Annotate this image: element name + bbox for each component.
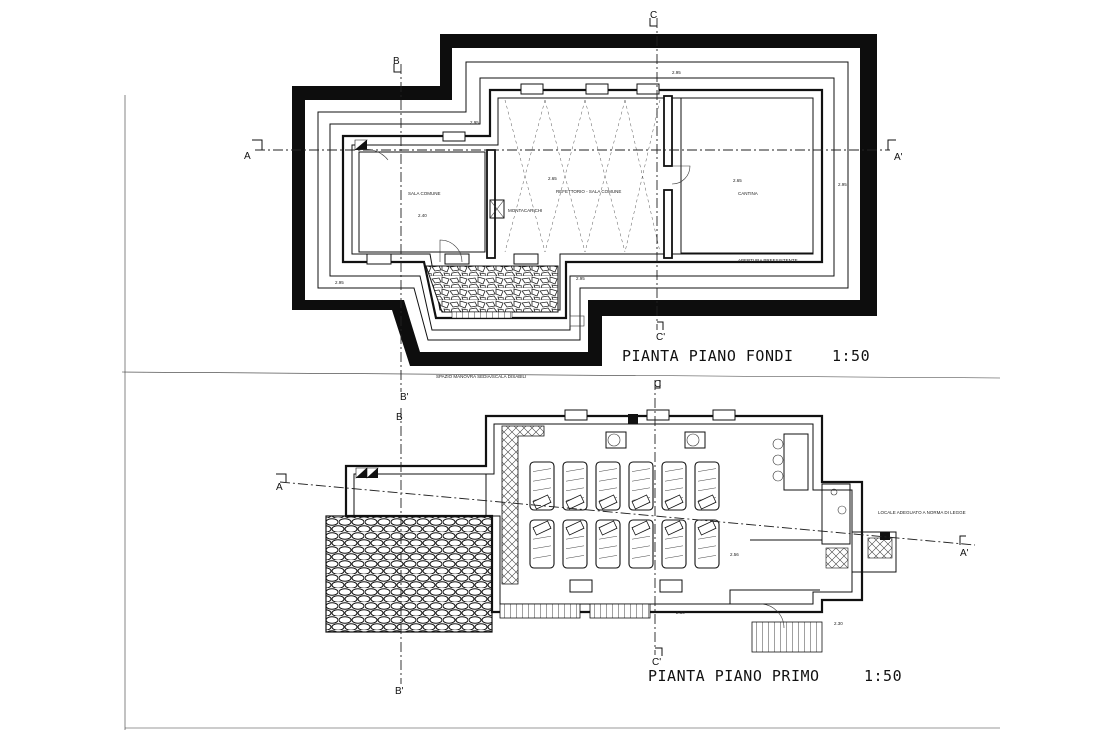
bed-slat [565,487,585,492]
bed-slat [598,468,618,472]
pillow [532,520,552,536]
bed-slat [598,535,618,540]
pillow [565,494,585,510]
bed-slat [697,535,717,540]
elev-f3: 2.30 [834,621,843,626]
room-label-refettorio: REFETTORIO - SALA COMUNE [556,189,621,194]
bed-slat [664,468,684,472]
existing-opening-note: APERTURA PREESISTENTE [738,258,798,263]
bed-slat [532,468,552,472]
elev-f1: 2.56 [730,552,739,557]
room-label-cantina: CANTINA [738,191,758,196]
pillow [664,494,684,510]
bed-slat [631,555,651,559]
first-section-lines: A A' B B' C C' [276,379,976,697]
pillow [631,494,651,510]
elev-g1: 2.95 [672,70,681,75]
bed-slat [697,487,717,492]
bed-slat [664,545,684,550]
pillow [697,520,717,536]
ground-floor-plan: SALA COMUNE REFETTORIO - SALA COMUNE CAN… [292,34,877,379]
bed-slat [631,477,651,482]
sheet-frame [121,95,1001,730]
elev-g4: 2.95 [335,280,344,285]
section-c-ground: C [650,10,657,21]
bed-slat [664,477,684,482]
bed-slat [598,487,618,492]
section-a-first: A [276,482,283,493]
section-a-ground: A [244,151,251,162]
bed-slat [631,468,651,472]
first-windows [564,409,736,593]
elev-g7: 2.65 [548,176,557,181]
elev-g2: 2.95 [470,120,479,125]
section-b-first: B [396,412,403,423]
section-c-first: C [654,379,661,390]
ground-floor-title: PIANTA PIANO FONDI [622,347,794,365]
section-b-prime-ground: B' [400,392,409,403]
bed-slat [565,545,585,550]
pillow [598,494,618,510]
bed-slat [697,545,717,550]
bed-slat [631,535,651,540]
first-floor-title: PIANTA PIANO PRIMO [648,667,820,685]
bed-slat [532,477,552,482]
section-c-prime-first: C' [652,657,661,668]
vault-lines [504,99,661,253]
first-floor-plan: LOCALE ADEGUATO A NORMA DI LEGGE 2.56 2.… [325,409,966,653]
ground-windows [366,83,660,265]
tables [605,431,706,449]
pillow [565,520,585,536]
stair-note: SPAZIO MANOVRA SEDIA/SCALA DISABILI [436,374,526,379]
elev-g6: 2.40 [418,213,427,218]
elev-g5: 2.95 [576,276,585,281]
bath-note: LOCALE ADEGUATO A NORMA DI LEGGE [878,510,966,515]
section-b-prime-first: B' [395,686,404,697]
bed-slat [565,468,585,472]
bathroom-block [821,483,897,573]
bed-slat [598,555,618,559]
pillow [631,520,651,536]
bunk-beds [529,461,720,569]
elev-g8: 2.65 [733,178,742,183]
pillow [664,520,684,536]
first-floor-scale: 1:50 [864,667,902,685]
ground-floor-scale: 1:50 [832,347,870,365]
bed-slat [598,477,618,482]
bed-slat [565,535,585,540]
elev-f2: 2.30 [676,610,685,615]
bed-slat [565,555,585,559]
bed-slat [532,545,552,550]
bed-slat [697,468,717,472]
lift-note: MONTACARICHI [508,208,542,213]
pillow [598,520,618,536]
bed-slat [697,555,717,559]
elev-g3: 2.95 [838,182,847,187]
bed-slat [664,487,684,492]
bed-slat [631,545,651,550]
ground-section-lines: A A' B B' C C' [244,10,903,403]
bed-slat [532,555,552,559]
room-label-sala-comune: SALA COMUNE [408,191,441,196]
bed-slat [598,545,618,550]
bed-slat [664,555,684,559]
ground-building-walls [341,88,824,320]
stone-terrace [325,515,493,633]
section-a-prime-ground: A' [894,152,903,163]
bed-slat [664,535,684,540]
section-b-ground: B [393,56,400,67]
bed-slat [697,477,717,482]
bed-slat [631,487,651,492]
pillow [697,494,717,510]
bed-slat [565,477,585,482]
section-c-prime-ground: C' [656,332,665,343]
section-a-prime-first: A' [960,548,969,559]
bed-slat [532,535,552,540]
bed-slat [532,487,552,492]
